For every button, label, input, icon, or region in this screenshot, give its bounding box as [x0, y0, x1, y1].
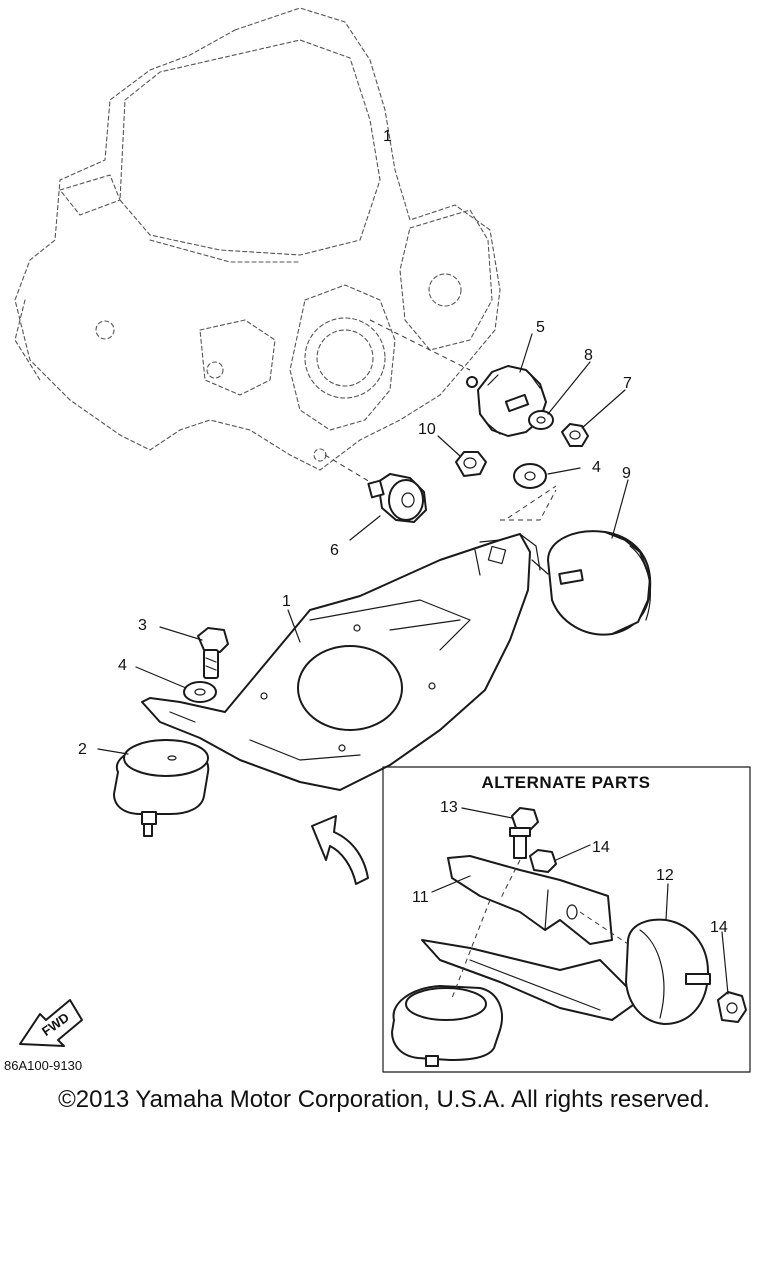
- callout-9: 9: [622, 465, 631, 482]
- callout-10: 10: [418, 421, 436, 438]
- callout-6: 6: [330, 542, 339, 559]
- alternate-parts-box: [382, 766, 751, 1073]
- callout-5: 5: [536, 319, 545, 336]
- callout-2: 2: [78, 741, 87, 758]
- part-3-bolt: [197, 627, 229, 679]
- part-1-mount-bracket: [141, 485, 557, 791]
- part-9-rubber-mount: [531, 530, 652, 636]
- callout-8: 8: [584, 347, 593, 364]
- callout-4-lower: 4: [118, 657, 127, 674]
- callout-3: 3: [138, 617, 147, 634]
- part-7-nut: [561, 423, 589, 447]
- part-4-washer-lower: [183, 681, 217, 703]
- callout-1-bracket: 1: [282, 593, 291, 610]
- callout-leaders: [97, 333, 629, 755]
- callout-12: 12: [656, 867, 674, 884]
- alternate-parts-inset: ALTERNATE PARTS 13: [382, 766, 751, 1073]
- callout-labels: 1 1 2 3 4 4 5 6 7 8 9 10: [78, 128, 632, 758]
- callout-7: 7: [623, 375, 632, 392]
- callout-1-engine: 1: [383, 128, 392, 145]
- callout-4-upper: 4: [592, 459, 601, 476]
- direction-arrow: [311, 815, 369, 885]
- part-6-bushing: [324, 454, 427, 523]
- callout-11: 11: [412, 889, 429, 906]
- part-10-nut: [455, 451, 487, 477]
- engine-mount-exploded-diagram: 1 1 2 3 4 4 5 6 7 8 9 10 ALTERNATE PARTS: [4, 7, 751, 1073]
- callout-14-upper: 14: [592, 839, 610, 856]
- engine-outline: [14, 7, 501, 471]
- copyright-notice: ©2013 Yamaha Motor Corporation, U.S.A. A…: [58, 1086, 710, 1113]
- alternate-parts-title: ALTERNATE PARTS: [482, 773, 651, 792]
- part-2-rubber-mount: [113, 739, 210, 837]
- part-5-damper: [369, 319, 547, 437]
- part-code: 86A100-9130: [4, 1058, 82, 1073]
- callout-14-right: 14: [710, 919, 728, 936]
- part-4-washer-upper: [513, 463, 547, 489]
- fwd-arrow-icon: FWD: [19, 999, 83, 1047]
- callout-13: 13: [440, 799, 458, 816]
- part-8-washer: [528, 410, 554, 430]
